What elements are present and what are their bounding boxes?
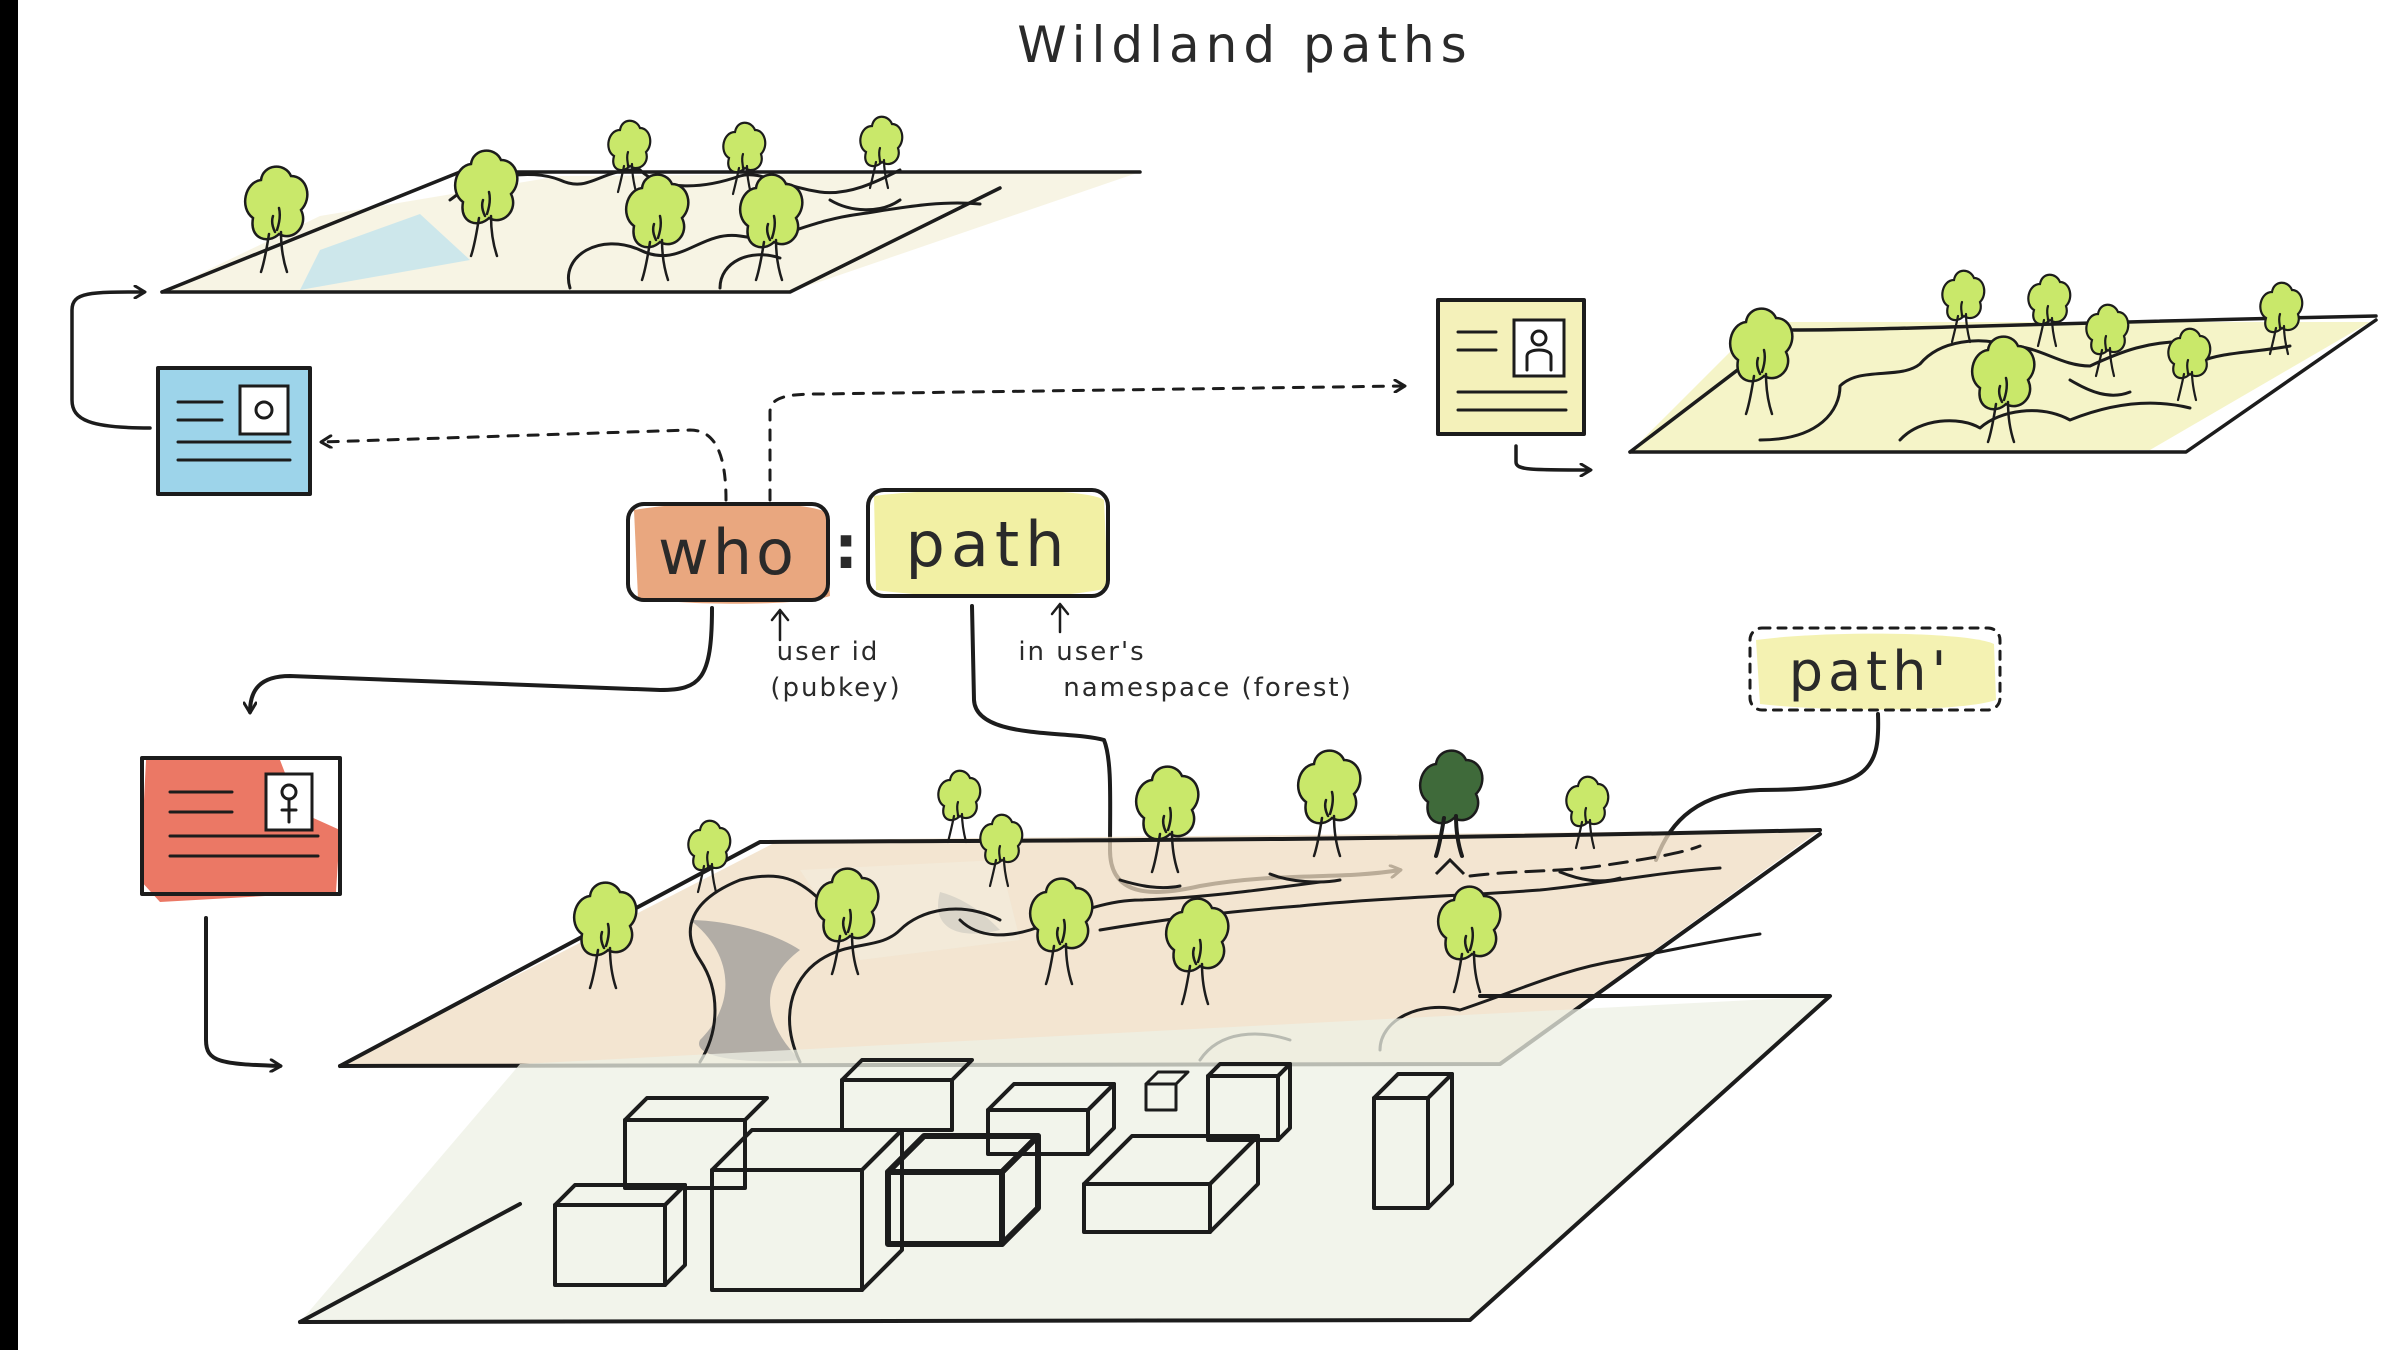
annotation-forest: namespace (forest) — [1063, 673, 1352, 703]
path-label: path — [906, 508, 1071, 581]
address-who-box: who — [626, 502, 830, 604]
arrow-icon — [1514, 444, 1590, 470]
diagram-title: Wildland paths — [1017, 16, 1472, 74]
path-prime-pointer-line — [1654, 712, 1881, 862]
storage-block-icon — [1372, 1072, 1454, 1210]
storage-block-icon — [623, 1096, 769, 1190]
path-prime-label: path' — [1789, 640, 1952, 703]
left-border — [0, 0, 18, 1350]
tree-icon-selected — [1418, 749, 1484, 876]
arrow-icon — [770, 608, 790, 642]
storage-block-icon — [553, 1183, 687, 1287]
arrow-icon — [250, 606, 714, 712]
arrow-icon — [70, 292, 152, 430]
address-path-prime-box: path' — [1748, 626, 2002, 712]
dashed-arrow-to-yellow-card — [768, 386, 1404, 502]
storage-block-icon — [1082, 1134, 1260, 1234]
dashed-arrow-to-blue-card — [322, 428, 728, 502]
storage-block-icon-highlighted — [885, 1133, 1041, 1247]
who-label: who — [658, 516, 798, 589]
address-path-box: path — [866, 488, 1110, 598]
forest-plane-right — [1628, 269, 2378, 454]
card-icon-blue — [156, 366, 312, 496]
storage-block-icon — [1144, 1070, 1190, 1112]
annotation-namespace: in user's — [1018, 637, 1145, 667]
card-icon-red — [140, 756, 342, 902]
annotation-pubkey: (pubkey) — [770, 673, 901, 703]
forest-plane-top-left — [160, 115, 1142, 294]
card-icon-yellow — [1436, 298, 1586, 436]
tree-icon — [937, 769, 982, 844]
storage-block-icon — [840, 1058, 974, 1132]
address-separator: : — [834, 513, 858, 583]
arrow-icon — [1050, 602, 1070, 634]
storage-block-icon — [1206, 1062, 1292, 1142]
forest-plane-main — [338, 749, 1822, 1068]
arrow-icon — [204, 916, 280, 1066]
annotation-user-id: user id — [777, 637, 880, 667]
storage-block-icon — [986, 1082, 1116, 1156]
